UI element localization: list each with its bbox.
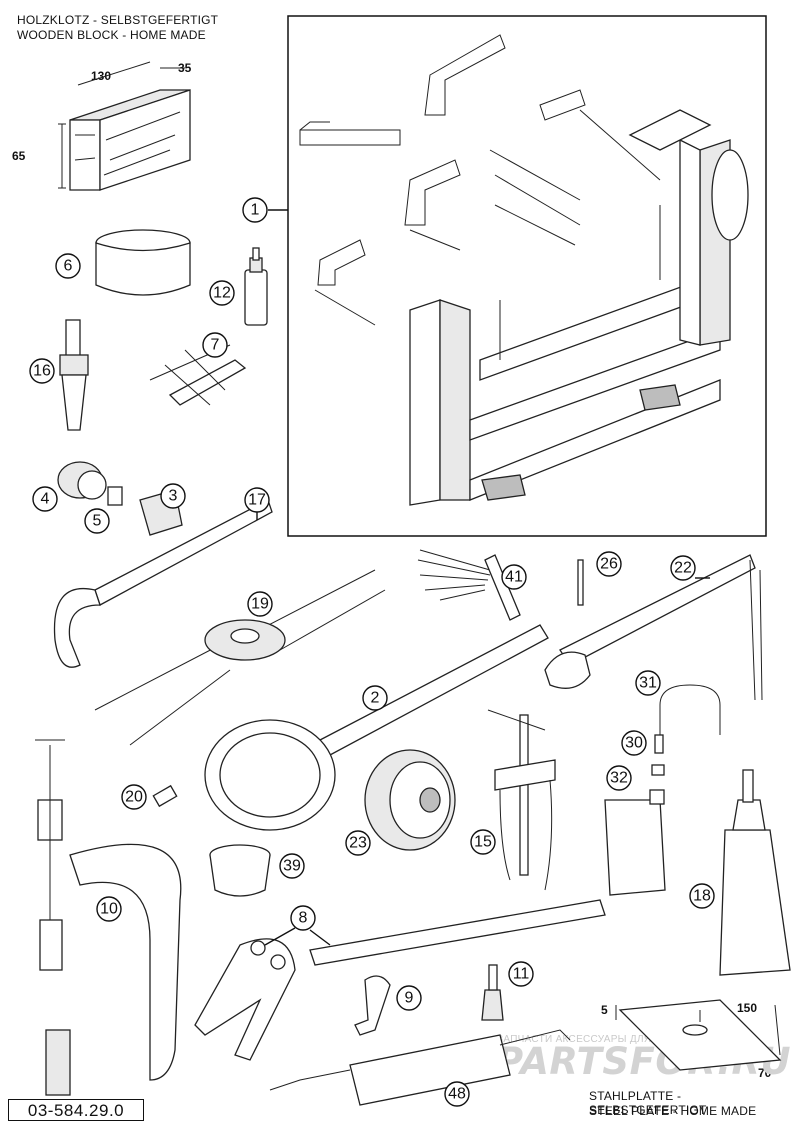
- clutch-basket-holder: [204, 624, 549, 831]
- threebond-tube: [719, 769, 791, 976]
- grease-gun: [269, 1029, 571, 1106]
- callout-2: 2: [362, 685, 388, 711]
- holding-wrench-long: [53, 499, 273, 668]
- svg-text:4: 4: [41, 491, 50, 508]
- svg-text:2: 2: [371, 690, 380, 707]
- callout-6: 6: [55, 253, 81, 279]
- callout-41: 41: [501, 564, 527, 590]
- engine-stand-frame: [299, 34, 749, 506]
- svg-text:17: 17: [248, 492, 266, 509]
- svg-text:8: 8: [299, 910, 308, 927]
- callout-31: 31: [635, 670, 661, 696]
- callout-26: 26: [596, 551, 622, 577]
- svg-text:41: 41: [505, 569, 523, 586]
- steel-plate-length: 150: [737, 1001, 758, 1015]
- svg-text:22: 22: [674, 560, 692, 577]
- svg-text:3: 3: [169, 488, 178, 505]
- press-bar: [149, 344, 247, 406]
- screw-30: [654, 734, 664, 754]
- reference-number: 03-584.29.0: [8, 1099, 144, 1121]
- callout-17: 17: [244, 487, 270, 513]
- chain-wrench: [544, 554, 763, 701]
- callout-30: 30: [621, 730, 647, 756]
- callout-39: 39: [279, 853, 305, 879]
- leader-8: [264, 927, 331, 946]
- svg-text:20: 20: [125, 789, 143, 806]
- svg-text:9: 9: [405, 990, 414, 1007]
- header-title-de: HOLZKLOTZ - SELBSTGEFERTIGT: [17, 13, 219, 27]
- lever-tool: [194, 899, 606, 1061]
- socket-cup: [209, 844, 271, 897]
- svg-text:6: 6: [64, 258, 73, 275]
- oil-container: [604, 789, 666, 896]
- svg-text:16: 16: [33, 363, 51, 380]
- svg-text:15: 15: [474, 834, 492, 851]
- assembly-frame: [287, 15, 767, 537]
- valve-spring-compressor: [35, 739, 182, 1096]
- svg-text:5: 5: [93, 513, 102, 530]
- callout-32: 32: [606, 765, 632, 791]
- wood-block-height: 65: [12, 149, 26, 163]
- svg-text:39: 39: [283, 858, 301, 875]
- slide-hammer-puller: [59, 319, 89, 431]
- callout-1: 1: [242, 197, 268, 223]
- steel-plate-width: 70: [758, 1066, 772, 1080]
- callout-3: 3: [160, 483, 186, 509]
- callout-16: 16: [29, 358, 55, 384]
- svg-text:1: 1: [251, 202, 260, 219]
- hose-u: [659, 684, 721, 735]
- steel-plate-title-de: STAHLPLATTE - SELBSTGEFERTIGT: [589, 1089, 707, 1117]
- clutch-holder: [94, 569, 386, 746]
- callout-22: 22: [670, 555, 696, 581]
- svg-text:18: 18: [693, 888, 711, 905]
- svg-text:32: 32: [610, 770, 628, 787]
- hook-tool: [354, 975, 391, 1036]
- feeler-gauge: [417, 549, 521, 621]
- drift-pin: [577, 559, 584, 606]
- flywheel-holder: [364, 749, 456, 851]
- ring-clamp: [95, 229, 191, 296]
- callout-10: 10: [96, 896, 122, 922]
- three-jaw-puller: [487, 709, 556, 891]
- svg-text:31: 31: [639, 675, 657, 692]
- callout-12: 12: [209, 280, 235, 306]
- header-title-en: WOODEN BLOCK - HOME MADE: [17, 28, 206, 42]
- callout-11: 11: [508, 961, 534, 987]
- svg-text:23: 23: [349, 835, 367, 852]
- steel-plate-title-en: STEEL PLATE - HOME MADE: [589, 1104, 757, 1118]
- svg-text:48: 48: [448, 1086, 466, 1103]
- callout-19: 19: [247, 591, 273, 617]
- callout-9: 9: [396, 985, 422, 1011]
- steel-plate-thickness: 5: [601, 1003, 608, 1017]
- watermark-caption: ЗАПЧАСТИ АКСЕССУАРЫ ДЛЯ МОТОТЕХНИКИ: [497, 1034, 735, 1045]
- svg-text:10: 10: [100, 901, 118, 918]
- callout-20: 20: [121, 784, 147, 810]
- wooden-block: [58, 61, 191, 191]
- callout-48: 48: [444, 1081, 470, 1107]
- callout-8: 8: [290, 905, 316, 931]
- svg-text:19: 19: [251, 596, 269, 613]
- callout-23: 23: [345, 830, 371, 856]
- svg-text:7: 7: [211, 337, 220, 354]
- svg-text:30: 30: [625, 735, 643, 752]
- callout-4: 4: [32, 486, 58, 512]
- loctite-bottle: [244, 247, 268, 326]
- small-bottle: [481, 964, 504, 1021]
- svg-text:26: 26: [600, 556, 618, 573]
- cap-32: [651, 764, 665, 776]
- callout-15: 15: [470, 829, 496, 855]
- steel-plate: [615, 999, 782, 1071]
- callout-18: 18: [689, 883, 715, 909]
- callout-5: 5: [84, 508, 110, 534]
- svg-text:11: 11: [513, 966, 530, 983]
- screw-20: [152, 784, 178, 808]
- svg-text:12: 12: [213, 285, 231, 302]
- callout-7: 7: [202, 332, 228, 358]
